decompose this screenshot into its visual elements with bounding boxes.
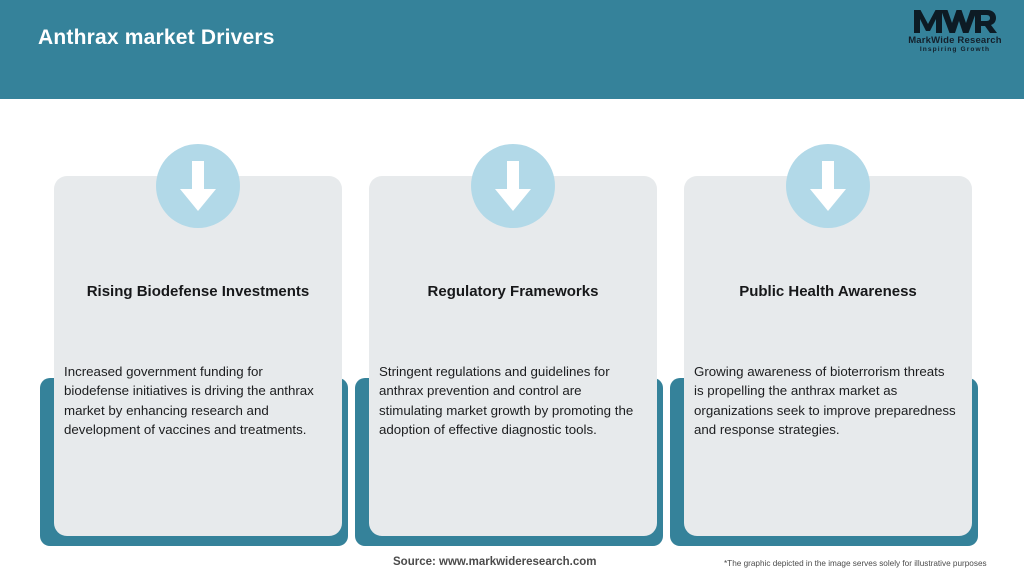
brand-logo: MarkWide Research Inspiring Growth [902, 8, 1008, 56]
driver-card-2[interactable]: Regulatory Frameworks Stringent regulati… [355, 144, 663, 546]
header-bar [0, 0, 1024, 99]
mwr-logo-icon [914, 10, 997, 33]
card-description: Stringent regulations and guidelines for… [379, 364, 634, 437]
down-arrow-icon [786, 144, 870, 228]
down-arrow-glyph [180, 161, 216, 211]
disclaimer-note: *The graphic depicted in the image serve… [724, 559, 987, 568]
down-arrow-icon [471, 144, 555, 228]
card-description: Growing awareness of bioterrorism threat… [694, 364, 956, 437]
card-title: Rising Biodefense Investments [86, 283, 310, 300]
source-label: Source: www.markwideresearch.com [393, 556, 597, 568]
card-body-panel: Rising Biodefense Investments Increased … [54, 176, 342, 536]
logo-tagline: Inspiring Growth [919, 46, 991, 53]
down-arrow-glyph [810, 161, 846, 211]
card-body-panel: Public Health Awareness Growing awarenes… [684, 176, 972, 536]
down-arrow-icon [156, 144, 240, 228]
driver-card-3[interactable]: Public Health Awareness Growing awarenes… [670, 144, 978, 546]
page-title: Anthrax market Drivers [38, 26, 275, 49]
driver-card-1[interactable]: Rising Biodefense Investments Increased … [40, 144, 348, 546]
card-body-panel: Regulatory Frameworks Stringent regulati… [369, 176, 657, 536]
card-title: Public Health Awareness [739, 283, 917, 300]
card-title: Regulatory Frameworks [427, 283, 599, 300]
card-description: Increased government funding for biodefe… [64, 364, 314, 437]
logo-company-name: MarkWide Research [908, 35, 1002, 46]
down-arrow-glyph [495, 161, 531, 211]
